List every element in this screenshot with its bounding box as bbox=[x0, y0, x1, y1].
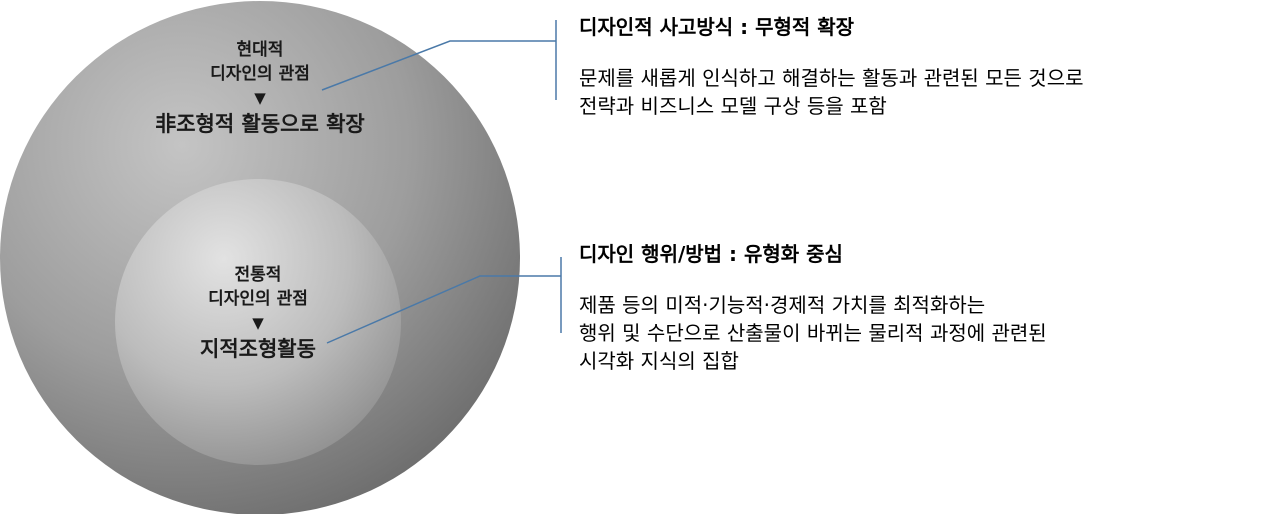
panel-top-title: 디자인적 사고방식 : 무형적 확장 bbox=[579, 15, 855, 39]
panel-design-thinking: 디자인적 사고방식 : 무형적 확장 문제를 새롭게 인식하고 해결하는 활동과… bbox=[579, 14, 1084, 120]
inner-circle-label: 전통적 디자인의 관점 ▼ 지적조형활동 bbox=[138, 263, 378, 363]
connector-top bbox=[321, 40, 556, 91]
panel-top-body-line: 전략과 비즈니스 모델 구상 등을 포함 bbox=[579, 94, 887, 118]
panel-design-method: 디자인 행위/방법 : 유형화 중심 제품 등의 미적·기능적·경제적 가치를 … bbox=[579, 241, 1047, 375]
panel-top-body-line: 문제를 새롭게 인식하고 해결하는 활동과 관련된 모든 것으로 bbox=[579, 66, 1084, 90]
panel-bottom-body-line: 행위 및 수단으로 산출물이 바뀌는 물리적 과정에 관련된 bbox=[579, 321, 1047, 345]
connector-bottom bbox=[326, 275, 561, 344]
panel-bottom-body-line: 제품 등의 미적·기능적·경제적 가치를 최적화하는 bbox=[579, 293, 986, 317]
panel-bottom-body: 제품 등의 미적·기능적·경제적 가치를 최적화하는 행위 및 수단으로 산출물… bbox=[579, 291, 1047, 375]
traditional-perspective-line2: 디자인의 관점 bbox=[208, 289, 308, 309]
outer-main-label: 非조형적 활동으로 확장 bbox=[155, 112, 365, 136]
arrow-down-icon: ▼ bbox=[254, 89, 266, 107]
panel-bottom-body-line: 시각화 지식의 집합 bbox=[579, 349, 739, 373]
inner-main-label: 지적조형활동 bbox=[200, 337, 316, 361]
inner-circle bbox=[115, 179, 401, 465]
outer-circle-label: 현대적 디자인의 관점 ▼ 非조형적 활동으로 확장 bbox=[140, 38, 380, 138]
modern-perspective-line2: 디자인의 관점 bbox=[210, 64, 310, 84]
arrow-down-icon: ▼ bbox=[252, 314, 264, 332]
panel-top-body: 문제를 새롭게 인식하고 해결하는 활동과 관련된 모든 것으로 전략과 비즈니… bbox=[579, 64, 1084, 120]
modern-perspective-line1: 현대적 bbox=[236, 40, 284, 60]
traditional-perspective-line1: 전통적 bbox=[234, 265, 282, 285]
panel-bottom-title: 디자인 행위/방법 : 유형화 중심 bbox=[579, 242, 843, 266]
